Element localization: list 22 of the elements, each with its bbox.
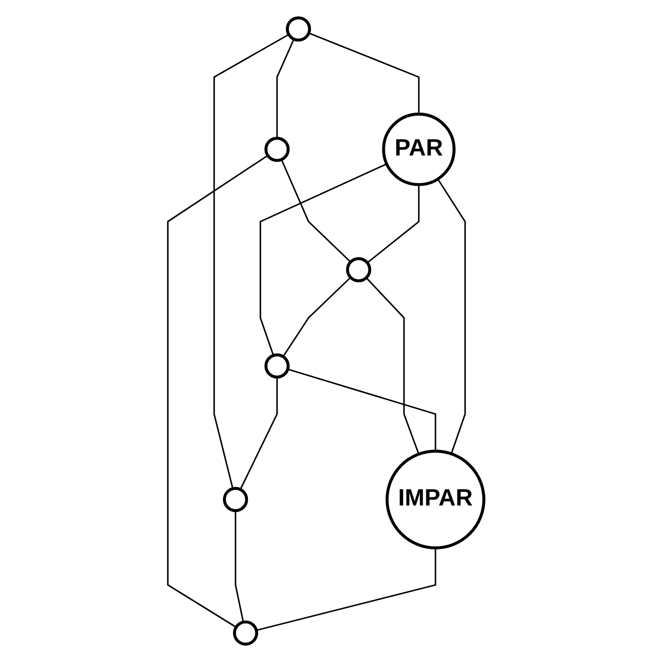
node-circle: IMPAR bbox=[385, 449, 485, 549]
node-circle: PAR bbox=[382, 112, 456, 186]
node-circle bbox=[286, 16, 311, 42]
connector bbox=[287, 368, 436, 451]
connector bbox=[239, 376, 278, 490]
connector bbox=[234, 510, 244, 622]
node-circle bbox=[346, 256, 371, 282]
node-circle bbox=[232, 620, 258, 646]
node-circle bbox=[222, 486, 248, 512]
connector bbox=[436, 178, 466, 454]
node-circle bbox=[264, 136, 290, 162]
connector bbox=[366, 184, 420, 263]
connector bbox=[308, 32, 420, 114]
connector bbox=[276, 38, 294, 138]
connector bbox=[365, 276, 420, 454]
connector bbox=[259, 162, 387, 356]
connector bbox=[280, 158, 351, 262]
connector bbox=[213, 33, 289, 488]
connector bbox=[256, 547, 436, 631]
connector bbox=[166, 154, 268, 628]
node-circle bbox=[264, 352, 290, 378]
connector bbox=[282, 276, 351, 357]
